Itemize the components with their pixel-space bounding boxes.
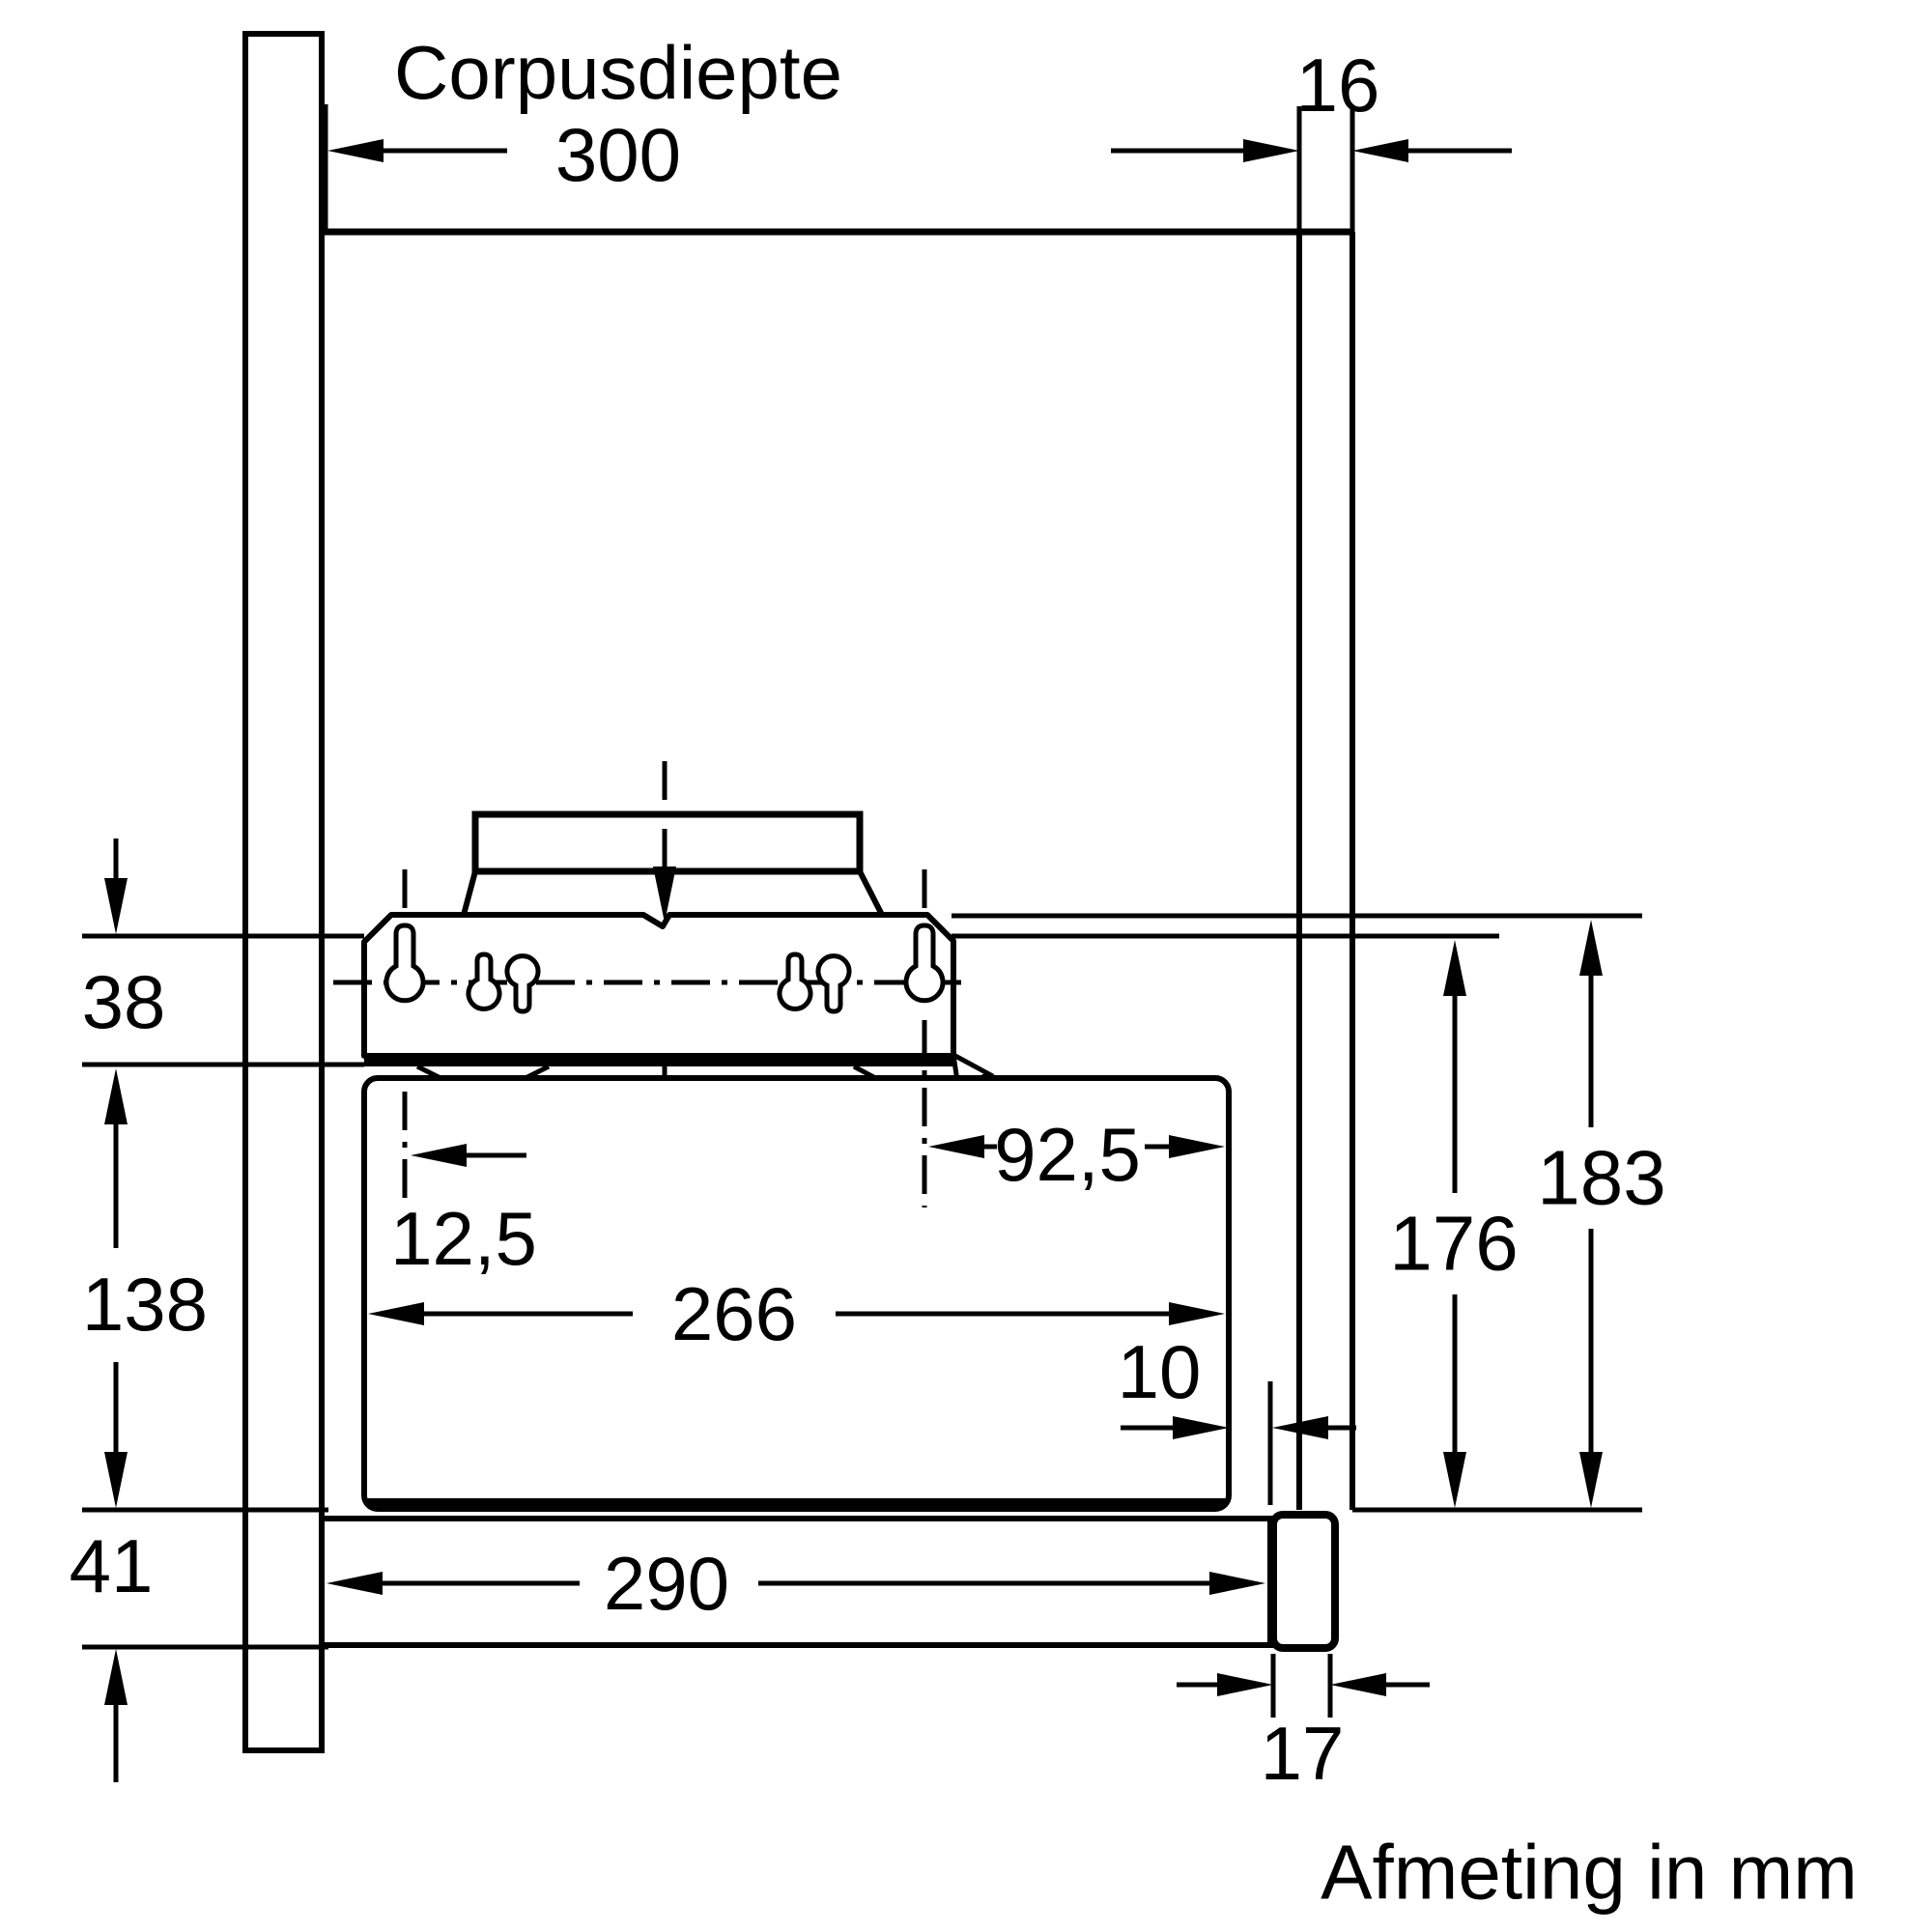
mounting-plate-outline — [361, 912, 956, 1059]
dim-41-label: 41 — [70, 1523, 154, 1608]
dim-300-arrow-left — [327, 139, 384, 162]
dim-266-arrow-left — [368, 1302, 424, 1325]
dim-12-5-label: 12,5 — [390, 1196, 537, 1281]
dim-176-label: 176 — [1389, 1201, 1518, 1287]
keyhole-pair1-down — [466, 952, 502, 1011]
dim-10-arrow-left — [1173, 1416, 1229, 1439]
dim-12-5-arrow — [411, 1144, 467, 1167]
reference-lines — [82, 106, 1642, 1650]
dim-290-arrow-left — [327, 1572, 383, 1595]
dim-138-arrow-bottom — [104, 1452, 128, 1508]
dim-10-label: 10 — [1118, 1329, 1202, 1414]
centerline-arrow — [653, 867, 676, 923]
dim-keyhole-right-offset: 92,5 — [928, 1112, 1225, 1197]
dim-176-arrow-top — [1443, 940, 1466, 996]
dim-290-arrow-right — [1209, 1572, 1265, 1595]
dim-138-label: 138 — [82, 1262, 208, 1347]
dim-10-arrow-right — [1272, 1416, 1328, 1439]
dim-183-arrow-top — [1579, 920, 1603, 976]
dim-41-arrow-bottom — [104, 1649, 128, 1705]
dim-92-5-arrow-left — [928, 1135, 984, 1158]
duct-collar — [461, 810, 885, 917]
dim-176-arrow-bottom — [1443, 1452, 1466, 1508]
dim-183-arrow-bottom — [1579, 1452, 1603, 1508]
dim-138-arrow-top — [104, 1068, 128, 1124]
dim-keyhole-left-offset: 12,5 — [390, 1144, 537, 1281]
keyhole-slot-left — [384, 923, 426, 1004]
canopy-body — [361, 1020, 1232, 1512]
mounting-plate — [333, 869, 995, 1092]
dim-canopy-depth: 266 — [368, 1271, 1225, 1356]
dim-17-arrow-left — [1217, 1673, 1273, 1696]
dim-38-label: 38 — [82, 959, 166, 1044]
dim-290-label: 290 — [604, 1541, 729, 1626]
keyhole-pair2-down — [777, 952, 813, 1011]
dim-height-183: 183 — [1537, 920, 1666, 1508]
dim-266-arrow-right — [1169, 1302, 1225, 1325]
unit-note-label: Afmeting in mm — [1321, 1830, 1858, 1916]
dim-front-gap: 10 — [1118, 1329, 1356, 1439]
keyhole-pair2-up — [815, 953, 852, 1014]
wall-section — [242, 31, 328, 1753]
keyhole-slot-right — [903, 923, 946, 1004]
duct-collar-right-flare — [857, 869, 885, 917]
dim-17-label: 17 — [1261, 1711, 1345, 1796]
keyhole-pair1-up — [504, 953, 541, 1014]
dim-300-label: 300 — [555, 112, 681, 197]
duct-collar-left-flare — [461, 870, 478, 916]
dim-17-arrow-right — [1330, 1673, 1386, 1696]
duct-collar-ring — [471, 810, 864, 875]
visor-front-panel — [1269, 1511, 1339, 1652]
dim-left-column: 38 138 41 — [70, 838, 208, 1782]
wall-hatch — [242, 31, 325, 1753]
dim-front-strip: 17 — [1177, 1654, 1430, 1796]
dim-16-label: 16 — [1296, 43, 1380, 128]
dim-16-arrow-right — [1352, 139, 1408, 162]
dim-height-176: 176 — [1389, 940, 1519, 1508]
dim-16-arrow-left — [1243, 139, 1299, 162]
dim-92-5-arrow-right — [1169, 1135, 1225, 1158]
cabinet — [322, 228, 1355, 1510]
dim-visor-depth: 290 — [327, 1541, 1265, 1626]
dim-38-arrow-top — [104, 878, 128, 934]
dim-front-panel-16: 16 — [1111, 43, 1512, 162]
corpus-title-label: Corpusdiepte — [394, 30, 842, 115]
canopy-outline — [361, 1075, 1232, 1512]
dim-corpus-depth: Corpusdiepte 300 — [327, 30, 842, 197]
dim-183-label: 183 — [1537, 1135, 1665, 1221]
dim-266-label: 266 — [671, 1271, 797, 1356]
dim-92-5-label: 92,5 — [994, 1112, 1141, 1197]
